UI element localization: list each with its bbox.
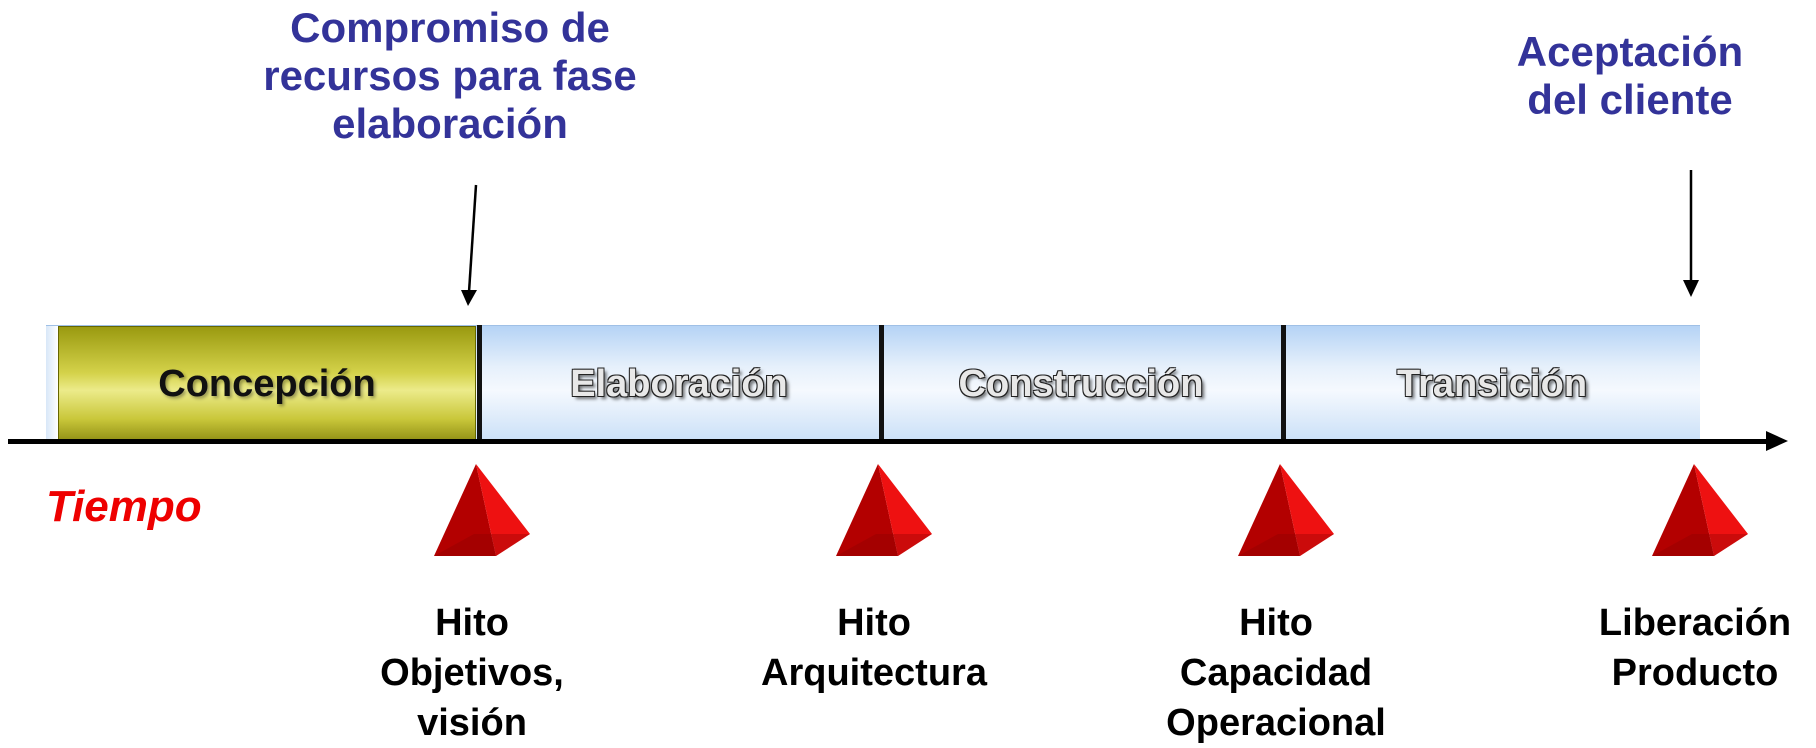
phase-divider	[1281, 325, 1286, 444]
red-pyramid-icon	[434, 464, 530, 556]
milestone-label-line: Hito	[435, 602, 509, 644]
phase-elaboration: Elaboración	[570, 363, 788, 405]
time-label: Tiempo	[46, 482, 202, 531]
customer-acceptance-annotation: Aceptación del cliente	[1500, 28, 1760, 124]
annotation-line: Compromiso de	[290, 4, 610, 51]
annotation-line: Aceptación	[1516, 28, 1744, 75]
annotation-line: elaboración	[332, 100, 568, 147]
red-pyramid-icon	[1238, 464, 1334, 556]
phase-divider	[477, 325, 482, 444]
phase-divider	[879, 325, 884, 444]
milestone-label-line: Producto	[1611, 652, 1779, 694]
milestone-label-line: visión	[417, 702, 527, 744]
milestone-label-line: Capacidad	[1179, 652, 1373, 694]
milestone-label-line: Objetivos,	[380, 652, 564, 694]
phase-inception: Concepción	[58, 326, 476, 443]
phase-construction: Construcción	[958, 363, 1204, 405]
annotation-line: recursos para fase	[263, 52, 637, 99]
phase-bar: Concepción Elaboración Construcción Tran…	[46, 325, 1700, 443]
phase-transition: Transición	[1396, 363, 1588, 405]
time-arrowhead-icon	[1766, 431, 1788, 451]
milestone-label-line: Hito	[837, 602, 911, 644]
milestone-architecture-label: Hito Arquitectura	[724, 598, 1024, 698]
red-pyramid-icon	[836, 464, 932, 556]
milestone-label-line: Hito	[1239, 602, 1313, 644]
milestone-label-line: Operacional	[1166, 702, 1386, 744]
milestone-operational-label: Hito Capacidad Operacional	[1126, 598, 1426, 748]
time-axis	[8, 439, 1768, 444]
resource-commitment-annotation: Compromiso de recursos para fase elabora…	[260, 4, 640, 148]
annotation-line: del cliente	[1527, 76, 1733, 123]
milestone-objectives-label: Hito Objetivos, visión	[322, 598, 622, 748]
milestone-label-line: Liberación	[1598, 602, 1792, 644]
milestone-release-label: Liberación Producto	[1545, 598, 1816, 698]
red-pyramid-icon	[1652, 464, 1748, 556]
arrow-down-icon	[461, 184, 478, 306]
arrow-down-icon	[1683, 170, 1699, 297]
milestone-label-line: Arquitectura	[761, 652, 987, 694]
